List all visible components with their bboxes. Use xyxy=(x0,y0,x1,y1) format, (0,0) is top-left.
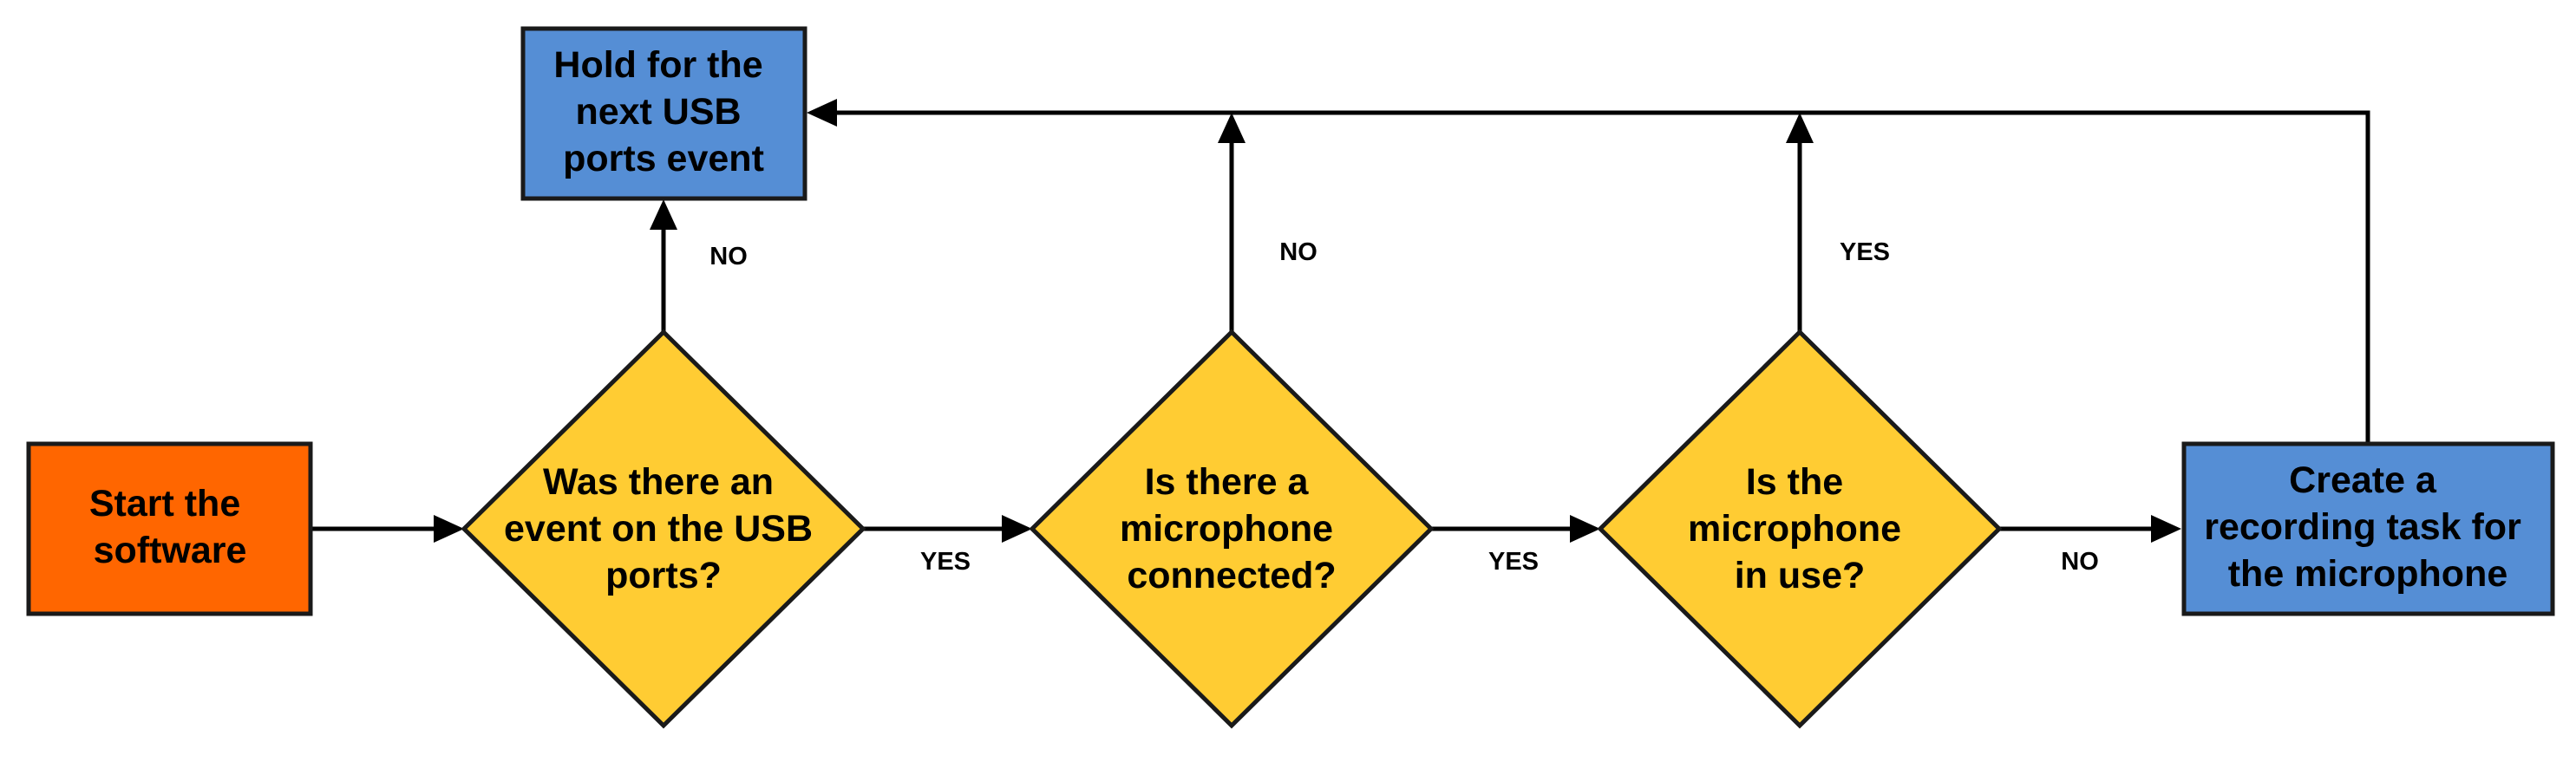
start-label-line: software xyxy=(94,530,247,571)
arrowhead-hold-return xyxy=(807,99,837,127)
process-create-task-label: Create a recording task for the micropho… xyxy=(2204,459,2532,595)
start-box xyxy=(26,441,313,616)
decision-mic-in-use-diamond xyxy=(1597,329,2003,729)
arrowhead-mic-in-use xyxy=(1570,515,1600,543)
decision-mic-in-use: Is the microphone in use? xyxy=(1597,329,2003,729)
decision-usb-event-line: Was there an xyxy=(543,461,774,503)
arrowhead-mic-connected xyxy=(1002,515,1032,543)
label-mic-in-use-no: NO xyxy=(2061,548,2099,576)
decision-mic-connected-line: microphone xyxy=(1120,508,1333,550)
decision-mic-connected-line: Is there a xyxy=(1145,461,1310,503)
process-create-task: Create a recording task for the micropho… xyxy=(2181,441,2555,616)
label-mic-connected-no: NO xyxy=(1279,238,1317,266)
arrowhead-mic-in-use-up xyxy=(1786,113,1814,143)
nodes: Start the software Was there an event on… xyxy=(26,26,2555,729)
process-create-task-box xyxy=(2181,441,2555,616)
process-create-task-line: recording task for xyxy=(2204,506,2521,548)
decision-mic-connected-diamond xyxy=(1029,329,1435,729)
process-hold-label: Hold for the next USB ports event xyxy=(553,44,773,179)
process-create-task-line: the microphone xyxy=(2228,553,2508,595)
decision-usb-event-diamond xyxy=(461,329,866,729)
arrowhead-create-task xyxy=(2151,515,2181,543)
arrowhead-mic-connected-up xyxy=(1218,113,1246,143)
label-usb-event-yes: YES xyxy=(920,548,971,576)
decision-usb-event: Was there an event on the USB ports? xyxy=(461,329,866,729)
label-mic-in-use-yes: YES xyxy=(1840,238,1890,266)
edges xyxy=(312,99,2370,543)
decision-mic-in-use-label: Is the microphone in use? xyxy=(1688,461,1912,596)
label-mic-connected-yes: YES xyxy=(1488,548,1539,576)
process-hold: Hold for the next USB ports event xyxy=(520,26,807,201)
arrowhead-hold-from-usb xyxy=(650,199,677,230)
decision-mic-in-use-line: microphone xyxy=(1688,508,1901,550)
decision-usb-event-label: Was there an event on the USB ports? xyxy=(504,461,823,596)
decision-mic-connected-label: Is there a microphone connected? xyxy=(1120,461,1344,596)
decision-mic-connected: Is there a microphone connected? xyxy=(1029,329,1435,729)
process-hold-line: next USB xyxy=(575,91,741,133)
process-hold-line: ports event xyxy=(563,138,764,179)
process-hold-box xyxy=(520,26,807,201)
decision-mic-in-use-line: in use? xyxy=(1735,555,1866,596)
start-node: Start the software xyxy=(26,441,313,616)
start-label: Start the software xyxy=(89,483,251,571)
process-hold-line: Hold for the xyxy=(553,44,762,86)
start-label-line: Start the xyxy=(89,483,240,524)
edge-labels: NO YES NO YES YES NO xyxy=(709,238,2099,576)
decision-usb-event-line: ports? xyxy=(605,555,722,596)
process-create-task-line: Create a xyxy=(2289,459,2437,501)
decision-mic-in-use-line: Is the xyxy=(1746,461,1843,503)
decision-usb-event-line: event on the USB xyxy=(504,508,813,550)
decision-mic-connected-line: connected? xyxy=(1127,555,1336,596)
edge-create-task-return xyxy=(837,110,2370,444)
label-usb-event-no: NO xyxy=(709,243,748,270)
arrowhead-usb-event xyxy=(434,515,464,543)
